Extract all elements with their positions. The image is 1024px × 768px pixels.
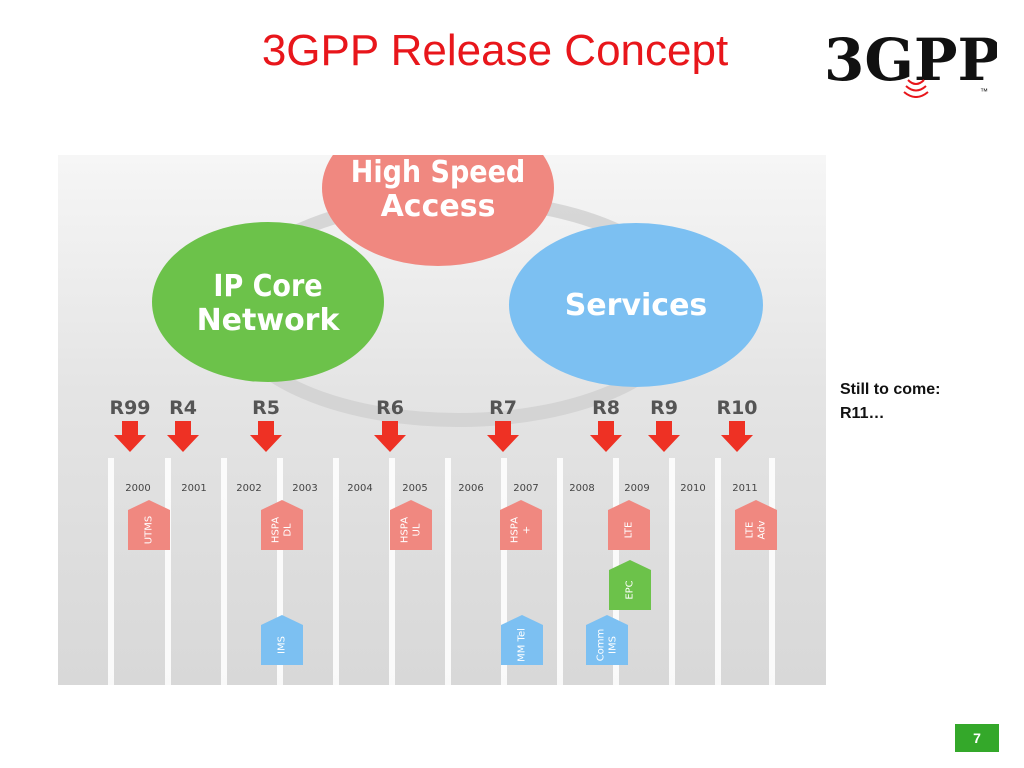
svg-text:™: ™ xyxy=(980,87,988,96)
release-arrow-r99 xyxy=(114,421,146,452)
feature-tag-line-1: LTE xyxy=(745,522,756,539)
track-bar xyxy=(669,458,675,685)
feature-tag-line-1: MM Tel xyxy=(517,628,528,662)
note-line-2: R11… xyxy=(840,405,885,422)
year-label-2008: 2008 xyxy=(569,483,594,494)
release-arrow-r5 xyxy=(250,421,282,452)
circle-1 xyxy=(322,155,554,266)
circle-3-line-1: Services xyxy=(565,288,708,323)
feature-tag-line-1: HSPA xyxy=(271,517,282,543)
release-arrow-r10 xyxy=(721,421,753,452)
slide-title: 3GPP Release Concept xyxy=(261,26,729,75)
year-label-2007: 2007 xyxy=(513,483,538,494)
feature-tag-line-1: LTE xyxy=(624,522,635,539)
track-bar xyxy=(277,458,283,685)
track-bar xyxy=(715,458,721,685)
feature-tag-7: EPC xyxy=(609,560,651,610)
track-bar xyxy=(333,458,339,685)
track-bar xyxy=(769,458,775,685)
release-arrow-r4 xyxy=(167,421,199,452)
feature-tag-1: UTMS xyxy=(128,500,170,550)
year-label-2010: 2010 xyxy=(680,483,705,494)
release-label-r99: R99 xyxy=(109,397,150,419)
track-bar xyxy=(221,458,227,685)
track-bar xyxy=(108,458,114,685)
feature-tag-shape xyxy=(608,500,650,550)
still-to-come-note: Still to come: R11… xyxy=(840,378,940,426)
feature-tag-shape xyxy=(609,560,651,610)
feature-tag-line-2: UL xyxy=(412,523,423,536)
feature-tag-line-2: Adv xyxy=(757,520,768,539)
feature-tag-8: IMS xyxy=(261,615,303,665)
feature-tag-5: LTE xyxy=(608,500,650,550)
release-label-r9: R9 xyxy=(650,397,678,419)
note-line-1: Still to come: xyxy=(840,381,941,398)
release-label-r5: R5 xyxy=(252,397,280,419)
circle-2-line-1: IP Core xyxy=(213,269,322,304)
feature-tag-line-2: DL xyxy=(283,523,294,537)
release-arrow-r8 xyxy=(590,421,622,452)
circle-2 xyxy=(152,222,384,382)
svg-text:3GPP: 3GPP xyxy=(824,26,997,94)
release-arrow-r7 xyxy=(487,421,519,452)
year-label-2003: 2003 xyxy=(292,483,317,494)
circle-2-line-2: Network xyxy=(197,303,341,338)
feature-tag-shape xyxy=(735,500,777,550)
page-number-badge: 7 xyxy=(955,724,999,752)
feature-tag-line-1: Comm xyxy=(596,629,607,662)
track-bar xyxy=(557,458,563,685)
feature-tag-shape xyxy=(261,615,303,665)
feature-tag-9: MM Tel xyxy=(501,615,543,665)
release-arrow-r6 xyxy=(374,421,406,452)
release-label-r4: R4 xyxy=(169,397,197,419)
year-label-2009: 2009 xyxy=(624,483,649,494)
feature-tag-4: HSPA+ xyxy=(500,500,542,550)
feature-tag-shape xyxy=(586,615,628,665)
year-label-2002: 2002 xyxy=(236,483,261,494)
feature-tag-line-1: HSPA xyxy=(400,517,411,543)
feature-tag-line-1: EPC xyxy=(625,580,636,599)
year-label-2005: 2005 xyxy=(402,483,427,494)
release-label-r6: R6 xyxy=(376,397,404,419)
circle-3 xyxy=(509,223,763,387)
feature-tag-line-1: IMS xyxy=(277,636,288,654)
release-arrow-r9 xyxy=(648,421,680,452)
year-label-2004: 2004 xyxy=(347,483,372,494)
feature-tag-line-1: UTMS xyxy=(144,516,155,544)
3gpp-logo: 3GPP ™ xyxy=(822,18,1001,98)
circle-1-line-1: High Speed xyxy=(351,155,525,190)
track-bar xyxy=(501,458,507,685)
circle-1-line-2: Access xyxy=(381,189,496,224)
feature-tag-shape xyxy=(261,500,303,550)
year-label-2000: 2000 xyxy=(125,483,150,494)
feature-tag-shape xyxy=(500,500,542,550)
feature-tag-shape xyxy=(128,500,170,550)
feature-tag-line-2: + xyxy=(522,526,533,534)
year-label-2011: 2011 xyxy=(732,483,757,494)
track-bar xyxy=(165,458,171,685)
feature-tag-line-1: HSPA xyxy=(510,517,521,543)
track-bar xyxy=(389,458,395,685)
feature-tag-shape xyxy=(390,500,432,550)
release-label-r10: R10 xyxy=(716,397,757,419)
year-label-2001: 2001 xyxy=(181,483,206,494)
feature-tag-shape xyxy=(501,615,543,665)
feature-tag-line-2: IMS xyxy=(608,636,619,654)
release-label-r7: R7 xyxy=(489,397,517,419)
year-label-2006: 2006 xyxy=(458,483,483,494)
track-bar xyxy=(445,458,451,685)
release-label-r8: R8 xyxy=(592,397,620,419)
